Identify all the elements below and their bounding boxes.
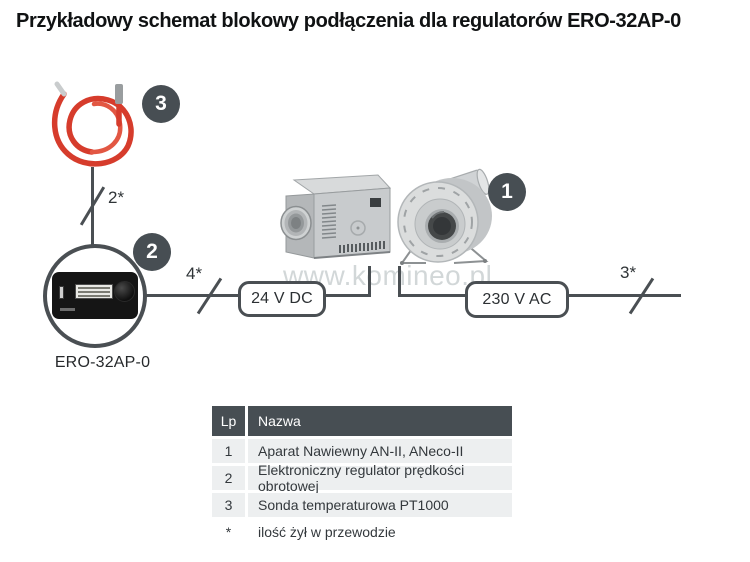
ac-wire-right [563, 294, 681, 297]
parts-table: Lp Nazwa 1 Aparat Nawiewny AN-II, ANeco-… [212, 406, 512, 547]
table-row: 1 Aparat Nawiewny AN-II, ANeco-II [212, 439, 512, 463]
badge-sensor: 3 [142, 85, 180, 123]
table-row: 3 Sonda temperaturowa PT1000 [212, 493, 512, 517]
sensor-tip-right [115, 84, 123, 104]
column-divider [245, 466, 248, 490]
dc-wire-right [320, 294, 371, 297]
table-row: 2 Elektroniczny regulator prędkości obro… [212, 462, 512, 494]
dc-wire-label: 4* [186, 264, 203, 283]
regulator-device-image [52, 272, 138, 319]
row-nazwa: Aparat Nawiewny AN-II, ANeco-II [248, 439, 512, 463]
dc-wire-left [146, 294, 238, 297]
badge-regulator: 2 [133, 233, 171, 271]
page-title: Przykładowy schemat blokowy podłączenia … [16, 10, 681, 32]
row-nazwa: Elektroniczny regulator prędkości obroto… [248, 462, 512, 494]
badge-fan: 1 [488, 173, 526, 211]
column-divider [245, 406, 248, 436]
regulator-label: ERO-32AP-0 [54, 354, 151, 371]
table-header-row: Lp Nazwa [212, 406, 512, 436]
column-divider [245, 439, 248, 463]
sensor-tip-left [54, 81, 67, 97]
ac-voltage-label: 230 V AC [482, 290, 552, 308]
header-lp: Lp [212, 406, 245, 436]
air-supply-unit-image [280, 174, 392, 259]
row-lp: 2 [212, 466, 245, 490]
fan-image [397, 168, 492, 265]
regulator-brand-mark [60, 308, 75, 311]
regulator-led [59, 286, 64, 299]
ac-wire-left [398, 294, 465, 297]
badge-sensor-number: 3 [155, 92, 167, 115]
badge-fan-number: 1 [501, 180, 513, 203]
table-footnote-row: * ilość żył w przewodzie [212, 520, 512, 544]
regulator-knob [114, 281, 135, 302]
row-nazwa: Sonda temperaturowa PT1000 [248, 493, 512, 517]
ac-wire-label: 3* [620, 263, 637, 282]
air-unit-drop-wire [368, 266, 371, 296]
temperature-sensor-image [51, 81, 134, 167]
row-lp: 3 [212, 493, 245, 517]
fan-drop-wire [398, 266, 401, 296]
column-divider [245, 493, 248, 517]
row-lp: 1 [212, 439, 245, 463]
badge-regulator-number: 2 [146, 240, 158, 263]
dc-voltage-box: 24 V DC [238, 281, 326, 317]
regulator-display [75, 284, 113, 299]
header-nazwa: Nazwa [248, 406, 512, 436]
row-nazwa: ilość żył w przewodzie [258, 524, 396, 540]
ac-voltage-box: 230 V AC [465, 281, 569, 318]
sensor-wire-label: 2* [108, 188, 125, 207]
dc-voltage-label: 24 V DC [251, 290, 313, 307]
column-divider [245, 520, 248, 544]
row-lp: * [225, 524, 232, 540]
